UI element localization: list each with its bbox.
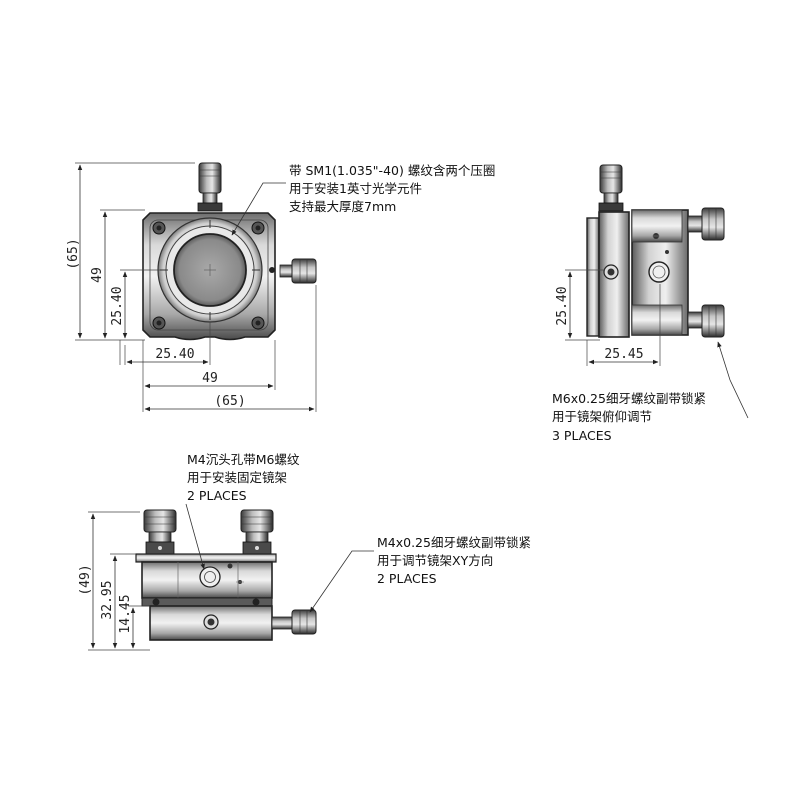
side-front-plate bbox=[586, 211, 630, 338]
top-main-block bbox=[141, 561, 273, 599]
side-top-adjuster-knob bbox=[598, 164, 624, 212]
side-callout: M6x0.25细牙螺纹副带锁紧 用于镜架俯仰调节 3 PLACES bbox=[552, 341, 749, 443]
front-callout-line3: 支持最大厚度7mm bbox=[289, 199, 396, 214]
top-callout-lower-line3: 2 PLACES bbox=[377, 571, 437, 586]
top-knob-right bbox=[240, 509, 274, 555]
side-callout-line2: 用于镜架俯仰调节 bbox=[552, 409, 652, 424]
front-callout: 带 SM1(1.035"-40) 螺纹含两个压圈 用于安装1英寸光学元件 支持最… bbox=[231, 163, 495, 236]
side-pitch-knob-upper bbox=[687, 207, 725, 241]
side-pitch-knob-lower bbox=[687, 304, 725, 338]
front-dimensions: (65) 49 25.40 25.40 49 (65) bbox=[66, 162, 317, 412]
top-callout-upper-line3: 2 PLACES bbox=[187, 488, 247, 503]
top-front-plate bbox=[135, 553, 277, 563]
top-callout-lower: M4x0.25细牙螺纹副带锁紧 用于调节镜架XY方向 2 PLACES bbox=[309, 535, 531, 613]
front-view: (65) 49 25.40 25.40 49 (65) 带 SM1(1.035"… bbox=[66, 162, 495, 412]
front-callout-line2: 用于安装1英寸光学元件 bbox=[289, 181, 422, 196]
top-callout-upper-line2: 用于安装固定镜架 bbox=[187, 470, 287, 485]
front-dim-center-height: 25.40 bbox=[110, 286, 125, 325]
side-dim-center-height: 25.40 bbox=[555, 286, 570, 325]
front-dim-width: 49 bbox=[202, 371, 218, 386]
top-knob-left bbox=[143, 509, 177, 555]
top-dim-base-height: 14.45 bbox=[118, 594, 133, 633]
side-callout-line1: M6x0.25细牙螺纹副带锁紧 bbox=[552, 391, 706, 406]
front-corner-screws bbox=[152, 221, 265, 330]
side-dimensions: 25.40 25.45 bbox=[555, 269, 661, 366]
top-callout-upper-line1: M4沉头孔带M6螺纹 bbox=[187, 452, 300, 467]
top-xy-adjuster-knob bbox=[271, 609, 317, 635]
front-dim-center-width: 25.40 bbox=[155, 347, 194, 362]
top-dim-overall-height: (49) bbox=[78, 564, 93, 595]
front-top-adjuster-knob bbox=[197, 162, 223, 212]
top-callout-lower-line2: 用于调节镜架XY方向 bbox=[377, 553, 493, 568]
front-dim-overall-height: (65) bbox=[66, 238, 81, 269]
top-dim-height: 32.95 bbox=[100, 580, 115, 619]
top-callout-lower-line1: M4x0.25细牙螺纹副带锁紧 bbox=[377, 535, 531, 550]
front-dim-overall-width: (65) bbox=[214, 394, 245, 409]
front-dim-height: 49 bbox=[90, 267, 105, 283]
top-dimensions: (49) 32.95 14.45 bbox=[78, 511, 150, 651]
side-callout-line3: 3 PLACES bbox=[552, 428, 612, 443]
side-view: 25.40 25.45 M6x0.25细牙螺纹副带锁紧 用于镜架俯仰调节 3 P… bbox=[552, 164, 749, 443]
front-callout-line1: 带 SM1(1.035"-40) 螺纹含两个压圈 bbox=[289, 163, 495, 178]
top-view: (49) 32.95 14.45 M4沉头孔带M6螺纹 用于安装固定镜架 2 P… bbox=[78, 452, 531, 651]
front-retaining-ring bbox=[157, 217, 263, 323]
side-dim-depth: 25.45 bbox=[604, 347, 643, 362]
front-side-adjuster-knob bbox=[269, 258, 317, 284]
top-callout-upper: M4沉头孔带M6螺纹 用于安装固定镜架 2 PLACES bbox=[185, 452, 300, 570]
top-base-plate bbox=[141, 597, 273, 641]
